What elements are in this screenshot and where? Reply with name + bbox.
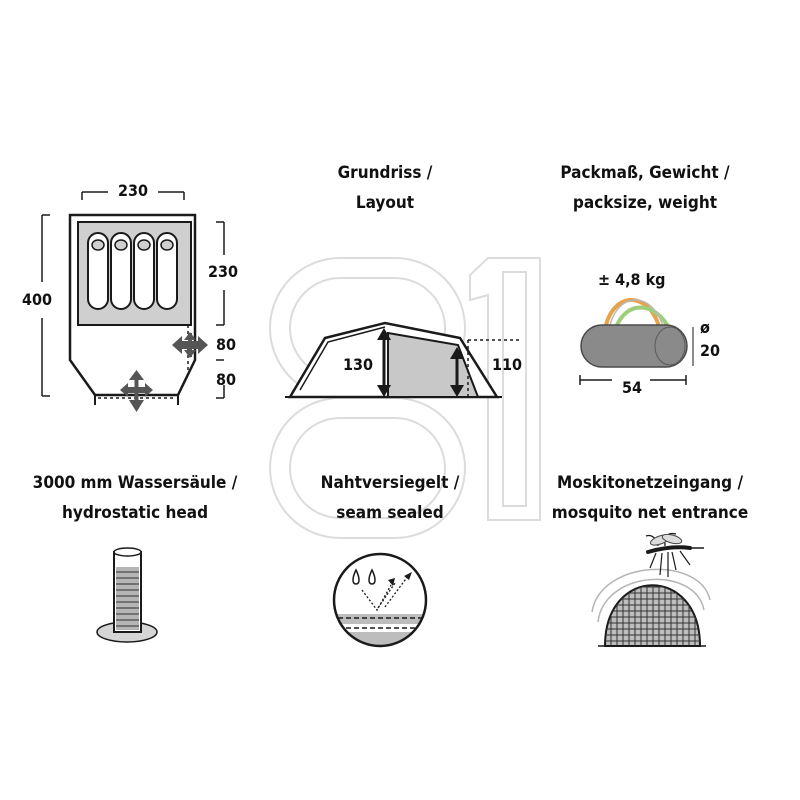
feature-mosquito-net-line1: Moskitonetzeingang /	[556, 473, 744, 493]
pack-diameter-label: 20	[700, 341, 721, 360]
pack-length-label: 54	[622, 378, 643, 397]
floorplan-width-label: 230	[118, 181, 149, 200]
layout-height-rear-label: 110	[492, 355, 523, 374]
feature-mosquito-net-label: Moskitonetzeingang / mosquito net entran…	[540, 468, 760, 528]
feature-water-column-line1: 3000 mm Wassersäule /	[32, 473, 238, 493]
floorplan-vestibule-2-label: 80	[216, 370, 237, 389]
pack-title-line2: packsize, weight	[572, 193, 718, 213]
feature-water-column-label: 3000 mm Wassersäule / hydrostatic head	[10, 468, 260, 528]
pack-title-line1: Packmaß, Gewicht /	[560, 163, 730, 183]
layout-title-line1: Grundriss /	[337, 163, 433, 183]
pack-title: Packmaß, Gewicht / packsize, weight	[550, 158, 740, 218]
feature-water-column-line2: hydrostatic head	[61, 503, 209, 523]
layout-title: Grundriss / Layout	[310, 158, 460, 218]
feature-seam-sealed-line2: seam sealed	[336, 503, 444, 523]
mosquito-icon	[645, 532, 704, 577]
floorplan-length-label: 400	[22, 290, 53, 309]
layout-title-line2: Layout	[355, 193, 415, 213]
floorplan-cabin-length-label: 230	[208, 262, 239, 281]
layout-height-front-label: 130	[343, 355, 374, 374]
floorplan-vestibule-1-label: 80	[216, 335, 237, 354]
feature-seam-sealed-line1: Nahtversiegelt /	[320, 473, 460, 493]
pack-weight-label: ± 4,8 kg	[598, 270, 666, 289]
feature-mosquito-net-line2: mosquito net entrance	[551, 503, 749, 523]
feature-seam-sealed-label: Nahtversiegelt / seam sealed	[295, 468, 485, 528]
pack-diameter-symbol: ø	[700, 318, 710, 337]
